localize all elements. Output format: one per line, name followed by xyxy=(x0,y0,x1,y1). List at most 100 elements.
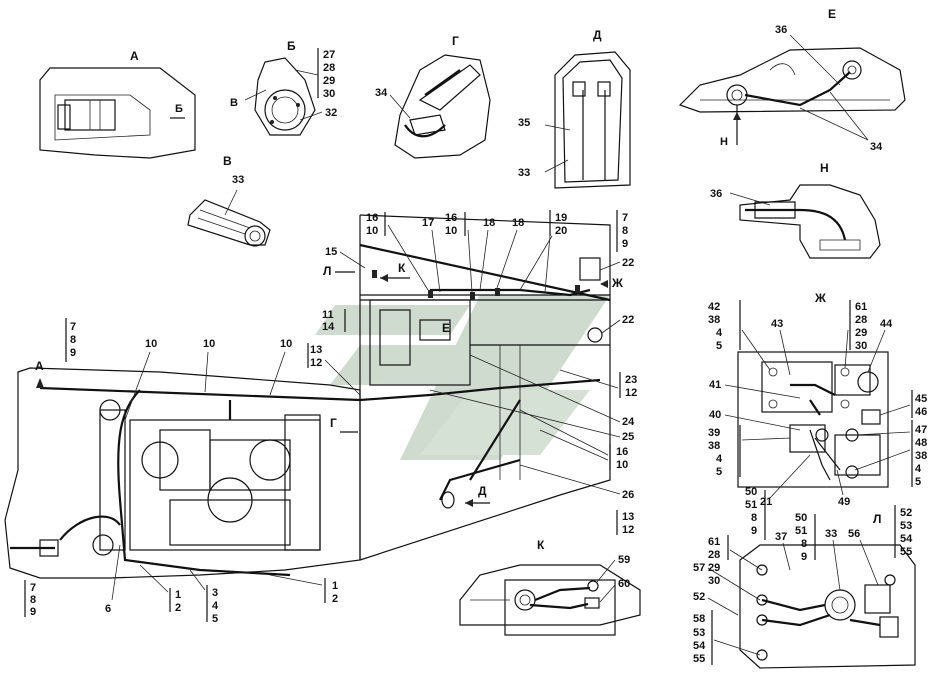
callout-label: 7 xyxy=(70,321,76,333)
callout-label: 29 xyxy=(323,75,335,87)
view-a-arrow-label: Б xyxy=(175,103,183,115)
callout-label: 30 xyxy=(708,575,720,587)
callout-label: 9 xyxy=(70,347,76,359)
view-b: Б В 27 28 29 30 32 xyxy=(230,39,337,136)
view-g-title: Г xyxy=(452,34,459,48)
view-v: В 33 xyxy=(187,154,271,247)
callout-label: 50 xyxy=(745,486,757,498)
callout-label: 60 xyxy=(618,578,630,590)
callout-label: 8 xyxy=(622,225,628,237)
callout-label: 22 xyxy=(622,257,634,269)
main-assembly: А Л К Е Ж Г Д 7 8 9 10 10 10 13 12 11 14… xyxy=(4,210,637,625)
callout-label: 2 xyxy=(332,593,338,605)
callout-label: 53 xyxy=(693,627,705,639)
main-view-a-label: А xyxy=(35,359,44,373)
callout-label: 12 xyxy=(310,357,322,369)
callout-label: 45 xyxy=(915,393,927,405)
callout-label: 49 xyxy=(838,496,850,508)
callout-label: 29 xyxy=(855,327,867,339)
callout-label: 38 xyxy=(708,440,720,452)
view-b-side-label: В xyxy=(230,97,238,109)
callout-label: 16 xyxy=(366,212,378,224)
view-d: Д 35 33 xyxy=(518,28,631,189)
callout-label: 8 xyxy=(751,512,757,524)
callout-label: 50 xyxy=(795,512,807,524)
callout-label: 44 xyxy=(880,318,893,330)
callout-label: 16 xyxy=(616,446,628,458)
callout-label: 7 xyxy=(30,582,36,594)
view-k-title: К xyxy=(537,538,545,552)
view-l-title: Л xyxy=(873,512,881,526)
main-view-d-label: Д xyxy=(478,484,487,498)
callout-label: 12 xyxy=(625,387,637,399)
callout-label: 48 xyxy=(915,437,927,449)
view-e: Е Н 36 34 xyxy=(678,7,906,153)
callout-label: 10 xyxy=(616,459,628,471)
view-a-title: А xyxy=(130,49,139,63)
callout-label: 52 xyxy=(900,507,912,519)
callout-label: 33 xyxy=(825,528,837,540)
callout-label: 54 xyxy=(693,640,706,652)
callout-label: 13 xyxy=(310,344,322,356)
main-view-l-label: Л xyxy=(323,264,331,278)
callout-label: 9 xyxy=(622,238,628,250)
callout-label: 17 xyxy=(422,217,434,229)
callout-label: 4 xyxy=(212,600,219,612)
view-h-title: Н xyxy=(820,161,829,175)
callout-label: 6 xyxy=(105,603,111,615)
view-e-title: Е xyxy=(828,7,836,21)
callout-label: 16 xyxy=(445,212,457,224)
callout-label: 55 xyxy=(693,653,705,665)
callout-label: 5 xyxy=(212,613,218,625)
callout-label: 19 xyxy=(555,212,567,224)
callout-label: 13 xyxy=(622,511,634,523)
callout-label: 28 xyxy=(855,314,867,326)
callout-label: 51 xyxy=(745,499,757,511)
callout-label: 4 xyxy=(716,327,723,339)
callout-label: 1 xyxy=(332,580,338,592)
callout-label: 46 xyxy=(915,406,927,418)
callout-label: 61 xyxy=(855,301,867,313)
callout-label: 28 xyxy=(323,62,335,74)
callout-label: 34 xyxy=(870,141,883,153)
view-e-arrow-label: Н xyxy=(720,136,728,148)
callout-label: 14 xyxy=(322,321,335,333)
main-view-e-label: Е xyxy=(442,321,450,335)
view-zh-title: Ж xyxy=(814,291,826,305)
callout-label: 4 xyxy=(716,453,723,465)
callout-label: 38 xyxy=(915,450,927,462)
view-zh-panel xyxy=(737,351,889,488)
callout-label: 25 xyxy=(622,431,634,443)
callout-label: 8 xyxy=(801,538,807,550)
callout-label: 53 xyxy=(900,520,912,532)
view-d-title: Д xyxy=(593,28,602,42)
callout-label: 10 xyxy=(366,225,378,237)
callout-label: 20 xyxy=(555,225,567,237)
callout-label: 56 xyxy=(848,528,860,540)
callout-label: 54 xyxy=(900,533,913,545)
view-l: Л 61 28 29 30 50 51 8 9 37 33 56 52 53 5… xyxy=(693,505,916,669)
callout-label: 10 xyxy=(145,338,157,350)
callout-label: 57 xyxy=(693,562,705,574)
callout-label: 15 xyxy=(325,246,337,258)
callout-label: 35 xyxy=(518,117,530,129)
watermark-logo xyxy=(315,295,610,460)
callout-label: 24 xyxy=(622,416,635,428)
callout-label: 26 xyxy=(622,489,634,501)
callout-label: 47 xyxy=(915,424,927,436)
callout-label: 34 xyxy=(375,87,388,99)
main-view-g-label: Г xyxy=(330,416,337,430)
callout-label: 12 xyxy=(622,524,634,536)
callout-label: 52 xyxy=(693,591,705,603)
callout-label: 21 xyxy=(760,496,772,508)
callout-label: 55 xyxy=(900,546,912,558)
view-zh: Ж 42 38 4 5 61 28 29 30 43 44 41 xyxy=(708,291,927,540)
callout-label: 38 xyxy=(708,314,720,326)
view-h: Н 36 xyxy=(710,161,881,259)
callout-label: 27 xyxy=(323,49,335,61)
callout-label: 18 xyxy=(483,217,495,229)
callout-label: 9 xyxy=(30,606,36,618)
callout-label: 59 xyxy=(618,554,630,566)
callout-label: 9 xyxy=(751,525,757,537)
